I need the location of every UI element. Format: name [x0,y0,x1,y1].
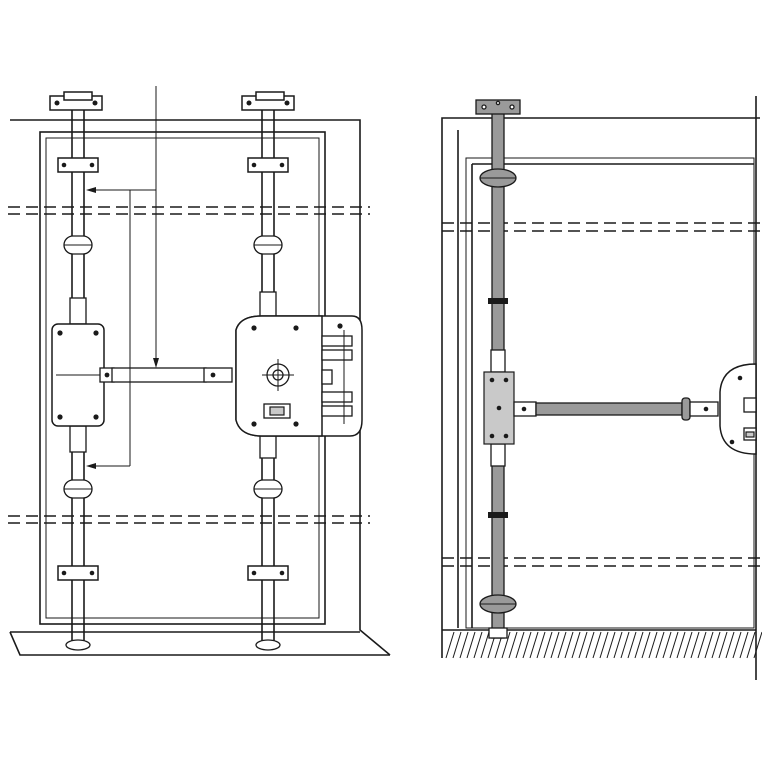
hatch-line [676,631,686,659]
hatch-line [459,631,469,659]
hatch-line [585,631,595,659]
hatch-line [501,631,511,659]
hatch-line [473,631,483,659]
hatch-line [697,631,707,659]
top-bracket-left [49,91,103,111]
hatch-line [557,631,567,659]
side-view-multipoint-lock [441,96,762,680]
hatch-line [732,631,742,659]
hatch-line [466,631,476,659]
hatch-line [669,631,679,659]
front-view-multipoint-lock [8,86,391,656]
hatch-line [543,631,553,659]
hatch-line [634,631,644,659]
hatch-line [711,631,721,659]
hatch-line [592,631,602,659]
left-gear-box [51,323,105,427]
hatch-line [445,631,455,659]
callout-lines [86,86,159,469]
hatch-line [746,631,756,659]
hatch-line [571,631,581,659]
side-top-bracket [475,99,521,115]
hatch-line [753,631,762,659]
side-horizontal-rod [513,397,719,421]
hatch-line [690,631,700,659]
hatch-line [522,631,532,659]
side-gear-box [483,371,515,445]
rod-guides [57,157,289,581]
hatch-line [725,631,735,659]
hatch-line [564,631,574,659]
hatch-line [613,631,623,659]
hatch-line [704,631,714,659]
side-lock-body [719,363,757,455]
floor-hatching [445,631,762,659]
hatch-line [662,631,672,659]
hatch-line [480,631,490,659]
top-bracket-right [241,91,295,111]
hatch-line [508,631,518,659]
hatch-line [578,631,588,659]
hatch-line [515,631,525,659]
hatch-line [599,631,609,659]
hatch-line [606,631,616,659]
hatch-line [452,631,462,659]
hatch-line [529,631,539,659]
hatch-line [620,631,630,659]
main-lock-case [235,315,363,437]
hatch-line [683,631,693,659]
hatch-line [655,631,665,659]
hatch-line [718,631,728,659]
side-rod-clips [479,168,517,614]
hatch-line [739,631,749,659]
hatch-line [627,631,637,659]
hatch-line [641,631,651,659]
horizontal-connecting-rod [99,367,233,383]
hatch-line [550,631,560,659]
dashed-guide-lines-left [8,206,370,524]
hatch-line [536,631,546,659]
hatch-line [648,631,658,659]
